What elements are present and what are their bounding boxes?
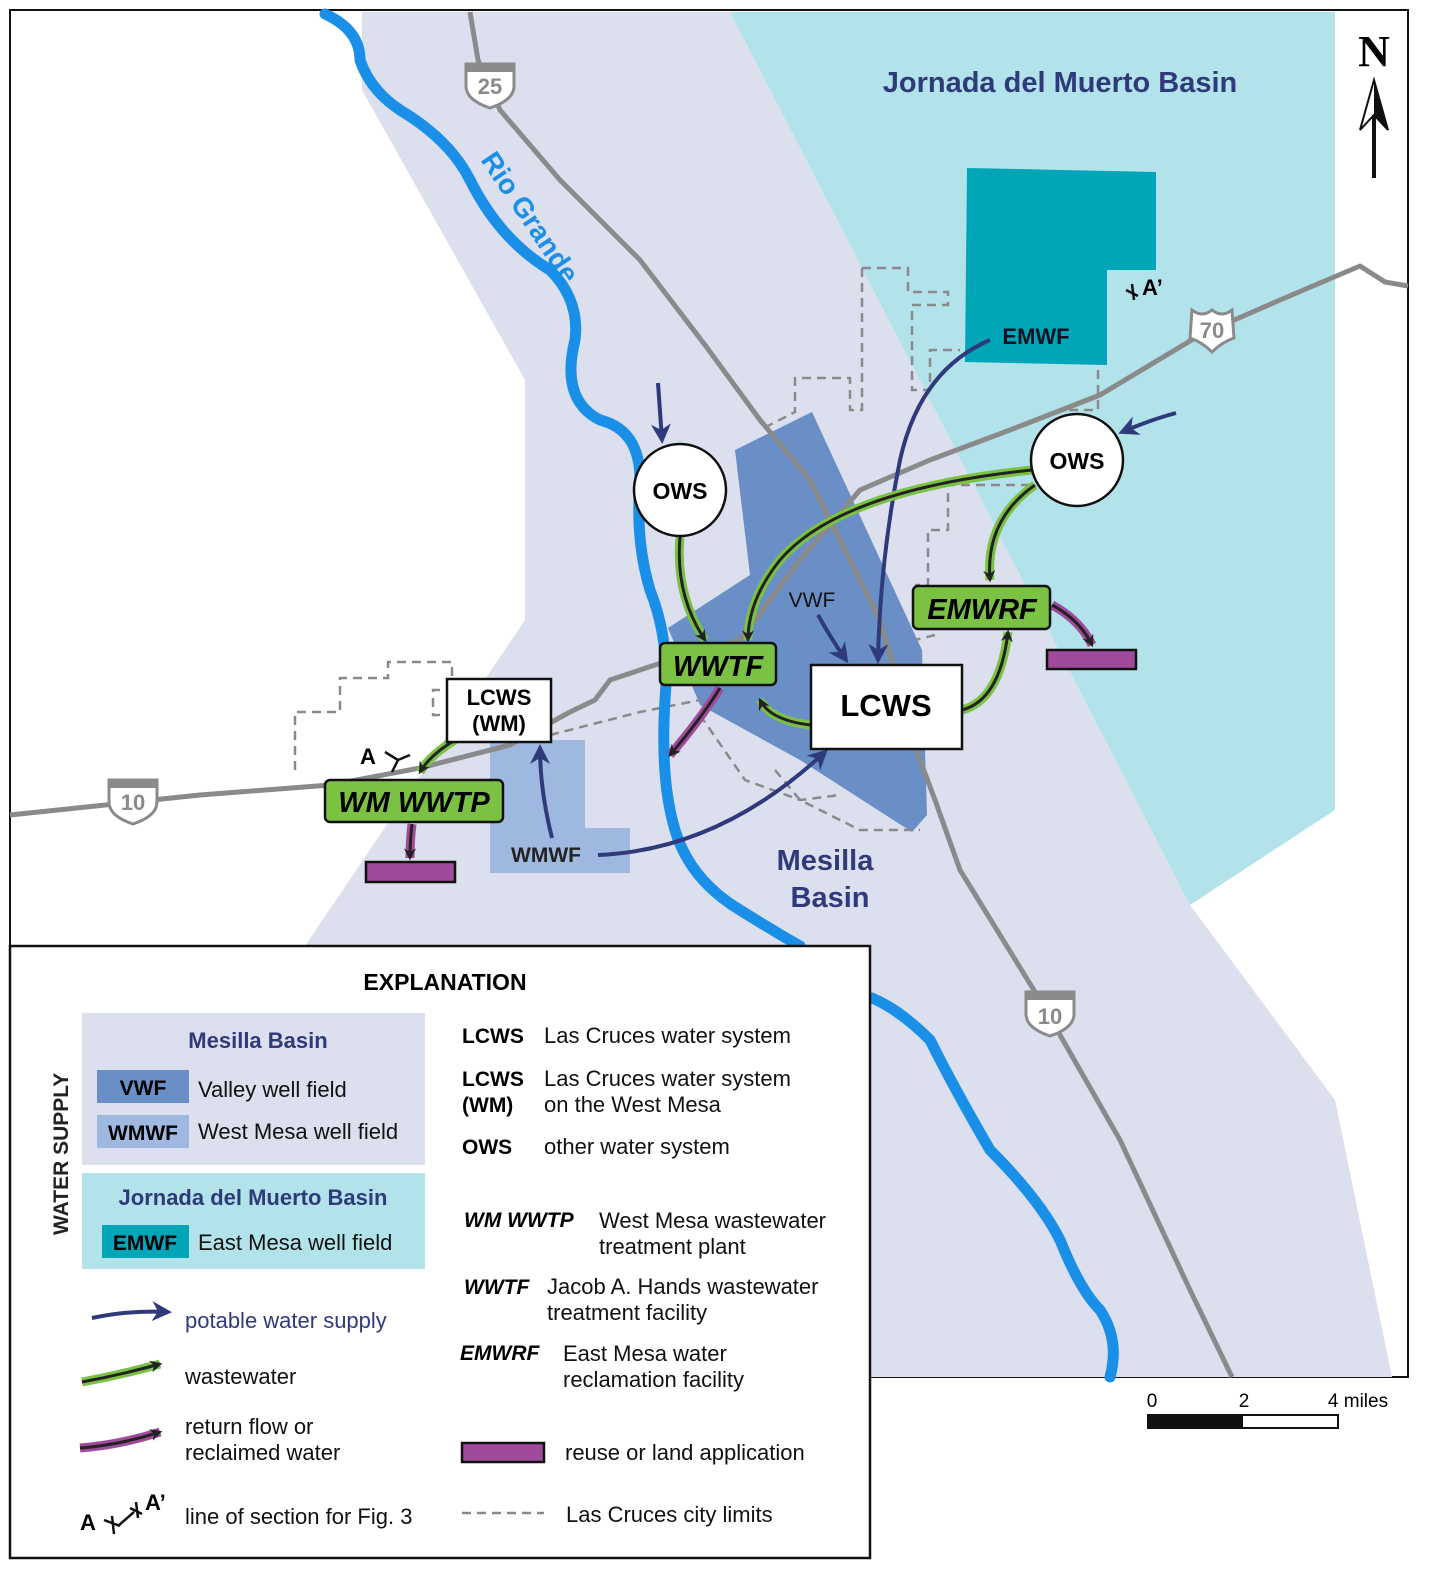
- wwtf-node: WWTF: [658, 641, 778, 687]
- svg-text:treatment plant: treatment plant: [599, 1234, 746, 1259]
- svg-text:25: 25: [478, 74, 502, 99]
- svg-text:EMWRF: EMWRF: [460, 1342, 540, 1365]
- reuse-area-wm: [364, 860, 457, 884]
- svg-text:WMWF: WMWF: [108, 1122, 178, 1145]
- i10-south-shield: 10: [1024, 990, 1076, 1038]
- svg-text:4 miles: 4 miles: [1328, 1391, 1388, 1412]
- svg-text:Jacob A. Hands wastewater: Jacob A. Hands wastewater: [547, 1274, 818, 1299]
- north-arrow: N: [1358, 27, 1390, 178]
- ows-east-node: OWS: [1029, 412, 1125, 508]
- emwrf-node: EMWRF: [911, 584, 1052, 631]
- svg-text:10: 10: [121, 790, 145, 815]
- i25-shield: 25: [464, 62, 516, 110]
- potable-flows: [530, 338, 1177, 857]
- svg-text:LCWS: LCWS: [467, 685, 532, 710]
- lcws-wm-node: LCWS (WM): [445, 677, 553, 744]
- svg-text:(WM): (WM): [472, 711, 526, 736]
- vwf-label: VWF: [789, 589, 836, 612]
- svg-text:East Mesa well field: East Mesa well field: [198, 1230, 392, 1255]
- scale-bar: 0 2 4 miles: [1147, 1391, 1388, 1429]
- highways: [9, 11, 1409, 1379]
- rio-grande-river: [319, 8, 1119, 1383]
- us70-shield: 70: [1188, 307, 1236, 355]
- svg-text:2: 2: [1239, 1391, 1250, 1412]
- section-a-prime-marker: A’: [1125, 275, 1163, 301]
- svg-text:10: 10: [1038, 1004, 1062, 1029]
- svg-text:Las Cruces city limits: Las Cruces city limits: [566, 1502, 773, 1527]
- svg-text:wastewater: wastewater: [184, 1364, 296, 1389]
- svg-text:on the West Mesa: on the West Mesa: [544, 1092, 722, 1117]
- svg-text:WM WWTP: WM WWTP: [464, 1209, 575, 1232]
- svg-text:other water system: other water system: [544, 1134, 730, 1159]
- jornada-basin-label: Jornada del Muerto Basin: [883, 67, 1238, 99]
- svg-text:reuse or land application: reuse or land application: [565, 1440, 805, 1465]
- legend: EXPLANATION WATER SUPPLY Mesilla Basin V…: [8, 944, 872, 1560]
- wm-wwtp-node: WM WWTP: [323, 778, 505, 824]
- mesilla-basin-label-2: Basin: [791, 882, 870, 914]
- legend-wastewater-arrow: [81, 1360, 163, 1384]
- svg-text:WWTF: WWTF: [673, 651, 764, 683]
- svg-text:Mesilla Basin: Mesilla Basin: [188, 1028, 327, 1053]
- svg-text:WM WWTP: WM WWTP: [338, 787, 490, 819]
- svg-text:70: 70: [1200, 318, 1224, 343]
- i10-west-shield: 10: [107, 778, 159, 826]
- svg-text:LCWS: LCWS: [462, 1068, 524, 1091]
- svg-text:A’: A’: [145, 1490, 166, 1515]
- svg-text:LCWS: LCWS: [462, 1025, 524, 1048]
- svg-text:A: A: [360, 744, 376, 769]
- svg-text:Las Cruces water system: Las Cruces water system: [544, 1023, 791, 1048]
- svg-text:EXPLANATION: EXPLANATION: [363, 969, 526, 995]
- svg-text:EMWF: EMWF: [113, 1232, 177, 1255]
- svg-text:EMWRF: EMWRF: [927, 594, 1038, 626]
- interstate-10-road: [9, 263, 1409, 818]
- emwf-well-field: [965, 168, 1156, 365]
- svg-text:A’: A’: [1142, 275, 1163, 300]
- svg-text:OWS: OWS: [653, 478, 708, 504]
- reuse-area-emwrf: [1045, 648, 1138, 671]
- svg-text:0: 0: [1147, 1391, 1158, 1412]
- svg-text:WATER SUPPLY: WATER SUPPLY: [50, 1073, 73, 1235]
- svg-text:Valley well field: Valley well field: [198, 1077, 347, 1102]
- svg-text:West Mesa wastewater: West Mesa wastewater: [599, 1208, 826, 1233]
- emwf-label: EMWF: [1002, 324, 1069, 349]
- legend-reuse-swatch: [460, 1441, 546, 1464]
- lcws-node: LCWS: [809, 663, 964, 751]
- wmwf-well-field: [490, 740, 630, 873]
- svg-text:VWF: VWF: [120, 1077, 167, 1100]
- svg-text:OWS: OWS: [462, 1136, 512, 1159]
- mesilla-basin-label: Mesilla: [777, 845, 875, 877]
- return-flows: [404, 601, 1097, 861]
- svg-text:potable water supply: potable water supply: [185, 1308, 387, 1333]
- svg-text:Las Cruces water system: Las Cruces water system: [544, 1066, 791, 1091]
- svg-text:LCWS: LCWS: [840, 688, 931, 723]
- interstate-25-road: [467, 11, 1235, 1379]
- section-a-marker: A: [360, 744, 411, 773]
- city-limits: [293, 266, 1100, 832]
- legend-return-arrow: [79, 1429, 163, 1450]
- ows-west-node: OWS: [632, 442, 728, 538]
- wmwf-label: WMWF: [511, 844, 581, 867]
- svg-text:A: A: [80, 1510, 96, 1535]
- svg-text:West Mesa well field: West Mesa well field: [198, 1119, 398, 1144]
- svg-text:Jornada del Muerto Basin: Jornada del Muerto Basin: [119, 1185, 388, 1210]
- wastewater-flows: [416, 465, 1038, 775]
- svg-text:N: N: [1358, 27, 1390, 76]
- svg-text:return flow or: return flow or: [185, 1414, 313, 1439]
- svg-text:East Mesa water: East Mesa water: [563, 1341, 727, 1366]
- svg-text:reclamation facility: reclamation facility: [563, 1367, 744, 1392]
- svg-text:treatment facility: treatment facility: [547, 1300, 707, 1325]
- svg-text:OWS: OWS: [1050, 448, 1105, 474]
- svg-text:WWTF: WWTF: [464, 1276, 530, 1299]
- svg-text:reclaimed water: reclaimed water: [185, 1440, 340, 1465]
- legend-potable-arrow: [91, 1301, 172, 1322]
- svg-text:(WM): (WM): [462, 1094, 513, 1117]
- svg-text:line of section for Fig. 3: line of section for Fig. 3: [185, 1504, 412, 1529]
